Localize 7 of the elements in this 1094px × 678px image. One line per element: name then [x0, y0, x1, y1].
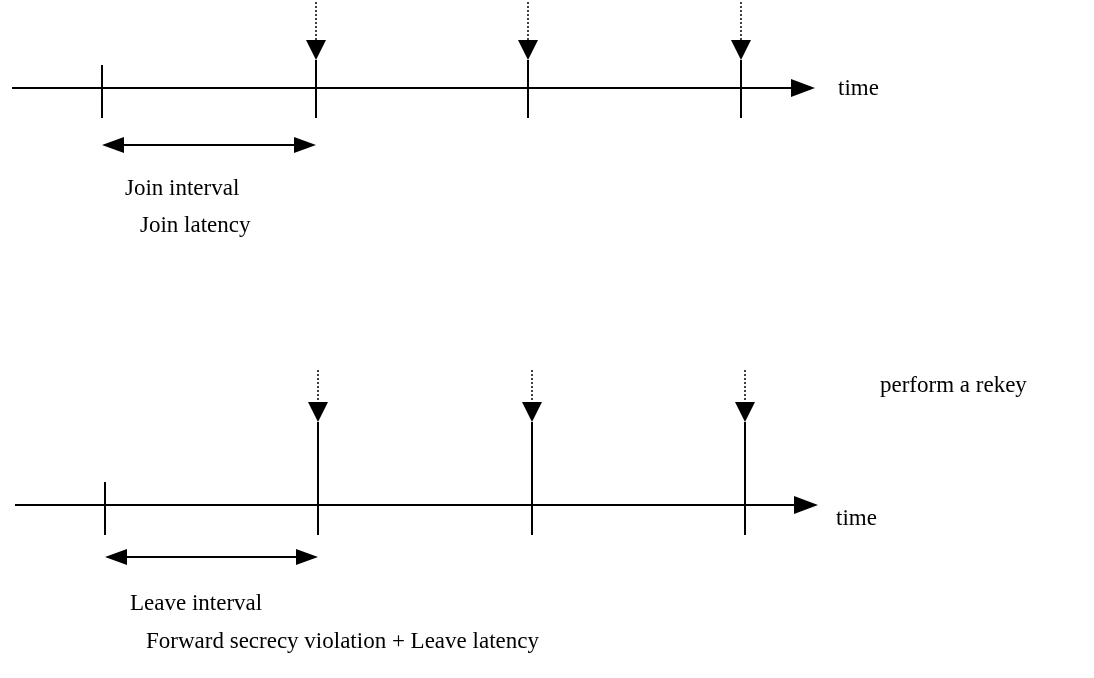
rekey-label: perform a rekey: [880, 372, 1027, 398]
latency-label: Forward secrecy violation + Leave latency: [146, 628, 539, 654]
latency-label: Join latency: [140, 212, 251, 238]
interval-label: Leave interval: [130, 590, 263, 616]
axis-label: time: [836, 505, 877, 531]
interval-label: Join interval: [125, 175, 240, 201]
axis-label: time: [838, 75, 879, 101]
